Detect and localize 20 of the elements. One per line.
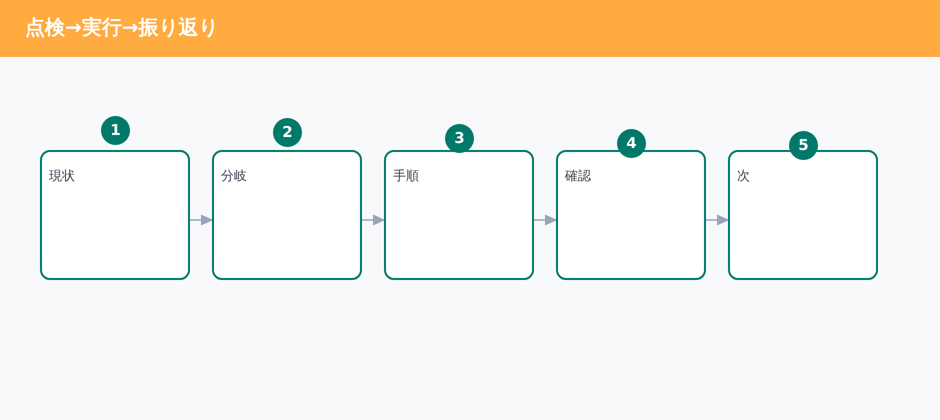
step-label: 手順 — [393, 168, 419, 186]
title: 点検→実行→振り返り — [25, 14, 219, 41]
step-number: 3 — [445, 124, 474, 153]
arrow — [190, 214, 212, 226]
process-box — [212, 150, 362, 280]
step-number: 5 — [789, 131, 818, 160]
step-label: 分岐 — [221, 168, 247, 186]
arrow — [534, 214, 556, 226]
step-number: 4 — [617, 129, 646, 158]
process-box — [556, 150, 706, 280]
step-number: 1 — [101, 116, 130, 145]
process-box — [40, 150, 190, 280]
process-box — [728, 150, 878, 280]
step-label: 確認 — [565, 168, 591, 186]
step-number: 2 — [273, 118, 302, 147]
step-label: 次 — [737, 168, 750, 186]
arrow — [362, 214, 384, 226]
step-label: 現状 — [49, 168, 75, 186]
arrow — [706, 214, 728, 226]
process-box — [384, 150, 534, 280]
